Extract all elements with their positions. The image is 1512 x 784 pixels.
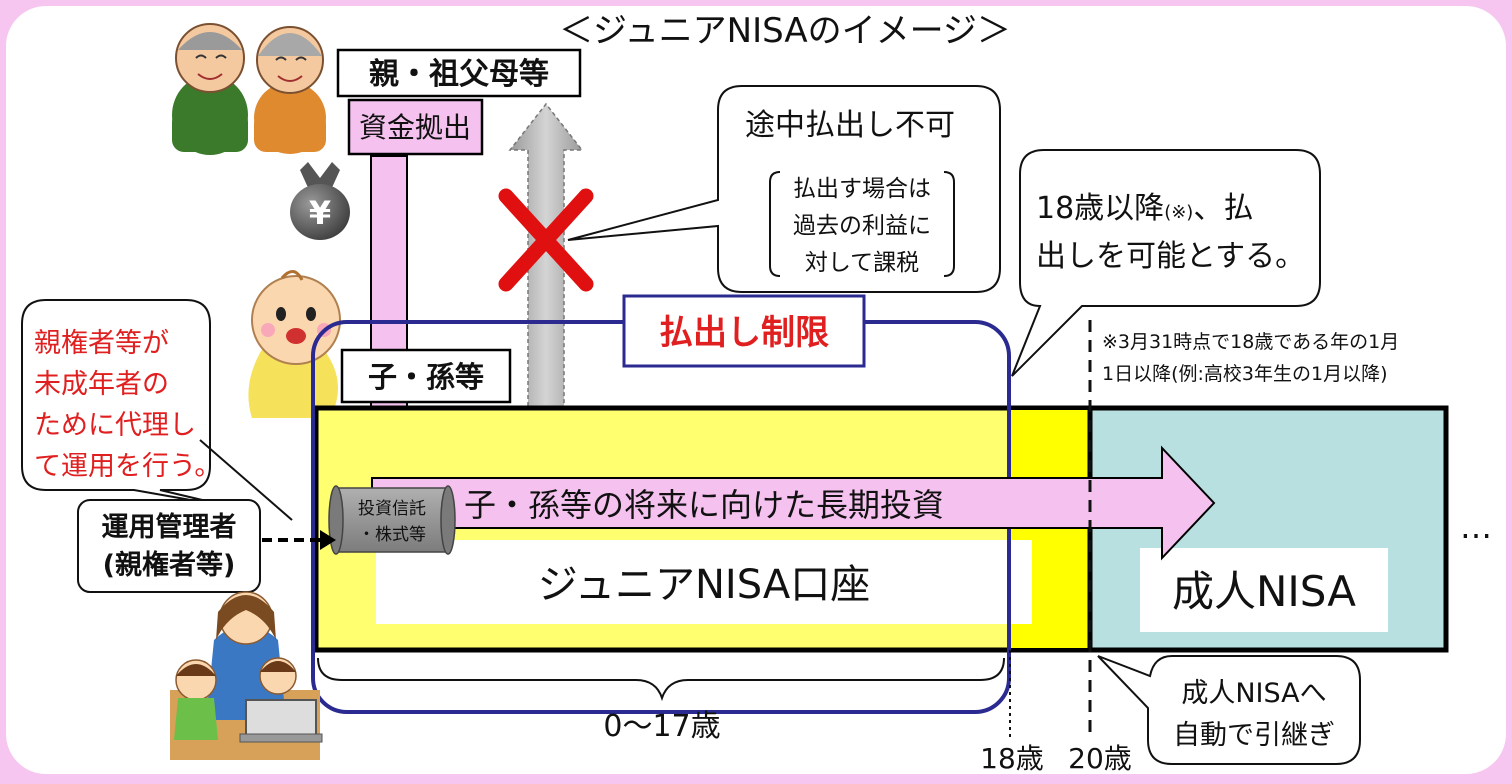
after18-line-2: 出しを可能とする。: [1036, 239, 1305, 274]
parents-label-box: [336, 48, 582, 98]
manager-arrow-head: [320, 530, 336, 550]
manager-label-line-1: 運用管理者: [102, 512, 237, 543]
manager-label-line-2: (親権者等): [103, 549, 236, 581]
after18-main: 18歳以降: [1036, 191, 1164, 226]
scroll-line-1: 投資信託: [358, 499, 426, 519]
continuation-ellipsis: …: [1460, 508, 1492, 546]
child-label: 子・孫等: [368, 360, 484, 394]
transfer-line-2: 自動で引継ぎ: [1173, 720, 1335, 751]
adult-nisa-label-box: [1140, 548, 1388, 632]
no-withdrawal-bubble: [567, 85, 1001, 293]
parents-label: 親・祖父母等: [369, 57, 549, 92]
funding-label-box: [347, 98, 484, 156]
transfer-bubble: [1097, 655, 1361, 765]
junior-account-label-box: [376, 540, 1032, 624]
withdrawal-limit-label: 払出し制限: [659, 313, 829, 353]
long-term-arrow: [371, 445, 1216, 561]
age-range-label: 0〜17歳: [603, 709, 720, 744]
no-withdrawal-line-1: 払出す場合は: [793, 176, 931, 202]
child-label-box: [340, 348, 512, 404]
age20-label: 20歳: [1068, 742, 1132, 775]
baby-illustration: [248, 270, 341, 418]
no-withdrawal-line-3: 対して課税: [805, 250, 919, 276]
yen-symbol: ¥: [309, 194, 331, 232]
age-range-brace: [317, 657, 1005, 702]
after18-note: (※): [1164, 202, 1193, 223]
adult-nisa-label: 成人NISA: [1172, 567, 1356, 616]
money-bag-icon: ¥: [290, 162, 350, 240]
age18-label: 18歳: [980, 742, 1044, 775]
footnote-line-2: 1日以降(例:高校3年生の1月以降): [1102, 363, 1388, 385]
manager-label-box: [77, 499, 261, 593]
guardian-line-2: 未成年者の: [34, 369, 169, 400]
junior-account-label: ジュニアNISA口座: [538, 562, 870, 608]
guardian-line-1: 親権者等が: [34, 328, 169, 359]
footnote-line-1: ※3月31時点で18歳である年の1月: [1102, 331, 1399, 353]
after18-tail: 、払: [1193, 191, 1253, 226]
right-bracket: [943, 171, 955, 277]
investment-scroll-icon: [328, 485, 456, 555]
funding-label: 資金拠出: [359, 111, 471, 144]
scroll-line-2: ・株式等: [358, 525, 426, 545]
diagram-title: ＜ジュニアNISAのイメージ＞: [559, 11, 1011, 51]
after18-bubble: [1011, 149, 1321, 377]
no-withdrawal-line-2: 過去の利益に: [793, 213, 931, 239]
no-withdrawal-title: 途中払出し不可: [745, 108, 955, 143]
guardian-pointer-line: [199, 439, 293, 521]
grandparents-illustration: [172, 23, 326, 155]
guardian-line-3: ために代理し: [34, 410, 196, 441]
transfer-line-1: 成人NISAへ: [1181, 678, 1326, 709]
withdrawal-limit-label-box: [622, 294, 866, 368]
guardian-line-4: て運用を行う。: [34, 451, 221, 482]
no-withdrawal-cross-icon: [498, 188, 594, 292]
after18-line-1: 18歳以降(※)、払: [1036, 191, 1253, 226]
left-bracket: [769, 171, 781, 277]
family-illustration: [170, 591, 323, 760]
long-term-label: 子・孫等の将来に向けた長期投資: [464, 486, 944, 524]
